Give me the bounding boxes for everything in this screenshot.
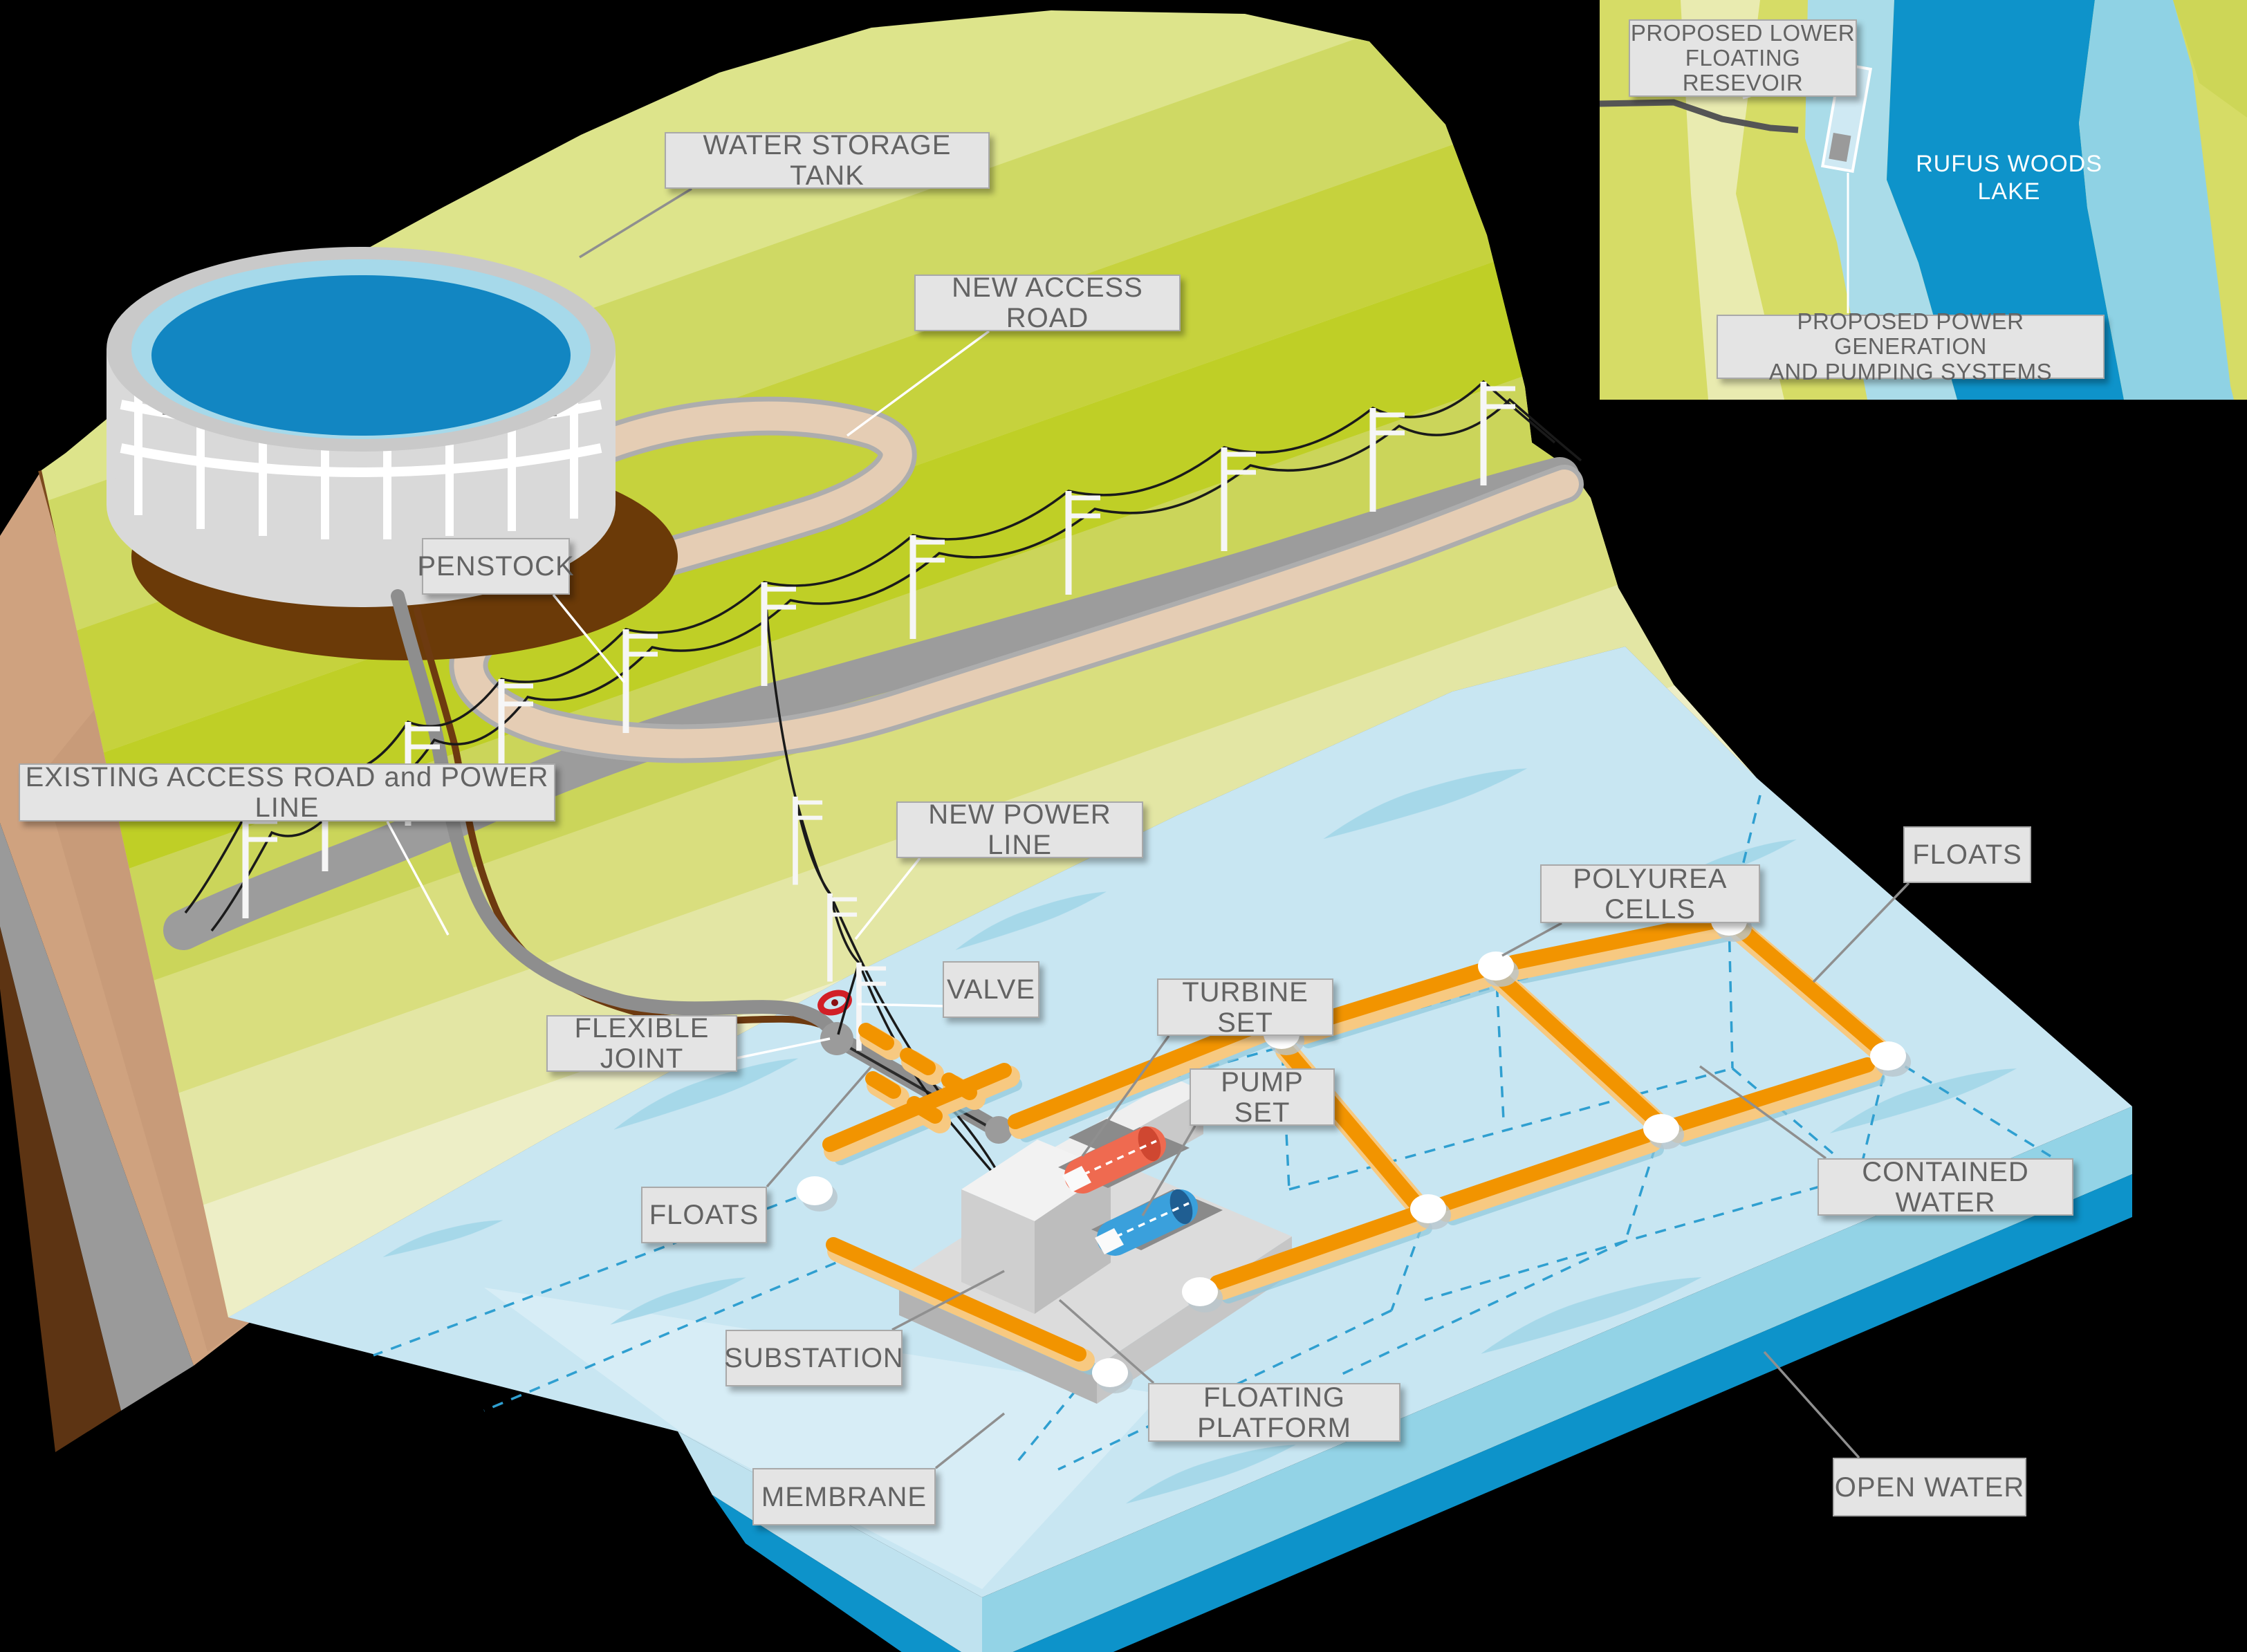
inset-pale-band — [1681, 0, 1784, 400]
label-valve: VALVE — [943, 961, 1039, 1018]
inset-road — [1599, 99, 1799, 133]
label-proposed-lower-reservoir: PROPOSED LOWER FLOATING RESEVOIR — [1629, 19, 1857, 97]
inset-reservoir — [1820, 62, 1873, 173]
label-floating-platform: FLOATING PLATFORM — [1148, 1382, 1400, 1443]
water-front-rim — [1012, 1174, 2132, 1652]
label-new-power-line: NEW POWER LINE — [896, 799, 1143, 860]
pump-set-icon — [1091, 1189, 1223, 1256]
label-contained-water: CONTAINED WATER — [1818, 1157, 2073, 1218]
label-water-storage-tank: WATER STORAGE TANK — [665, 130, 990, 191]
label-floats-left: FLOATS — [641, 1187, 767, 1243]
label-open-water: OPEN WATER — [1833, 1458, 2026, 1516]
label-existing-access-road: EXISTING ACCESS ROAD and POWER LINE — [19, 762, 555, 823]
water-front-face — [982, 1106, 2132, 1652]
label-proposed-power-generation: PROPOSED POWER GENERATION AND PUMPING SY… — [1717, 308, 2105, 384]
label-pump-set: PUMP SET — [1190, 1067, 1335, 1128]
inset-lake — [1887, 0, 2124, 400]
label-floats-right: FLOATS — [1903, 826, 2031, 883]
label-turbine-set: TURBINE SET — [1157, 977, 1333, 1038]
label-rufus-woods-lake: RUFUS WOODS LAKE — [1916, 151, 2102, 205]
penstock-pipe — [391, 589, 1012, 1144]
label-membrane: MEMBRANE — [752, 1468, 936, 1525]
water-left-rim — [712, 1495, 961, 1652]
turbine-set-icon — [1058, 1126, 1190, 1194]
label-polyurea-cells: POLYUREA CELLS — [1540, 864, 1760, 925]
flexible-joint-icon — [820, 1022, 853, 1055]
float-grid — [822, 912, 1899, 1375]
label-new-access-road: NEW ACCESS ROAD — [914, 272, 1181, 333]
water-storage-tank — [107, 247, 678, 660]
inset-green-corner — [2173, 0, 2247, 118]
label-penstock: PENSTOCK — [417, 538, 574, 595]
label-flexible-joint: FLEXIBLE JOINT — [546, 1013, 737, 1074]
label-substation: SUBSTATION — [724, 1330, 903, 1386]
membrane-region — [484, 1288, 1162, 1589]
leader-lines — [386, 187, 1910, 1469]
inset-lightblue-right — [2079, 0, 2234, 400]
